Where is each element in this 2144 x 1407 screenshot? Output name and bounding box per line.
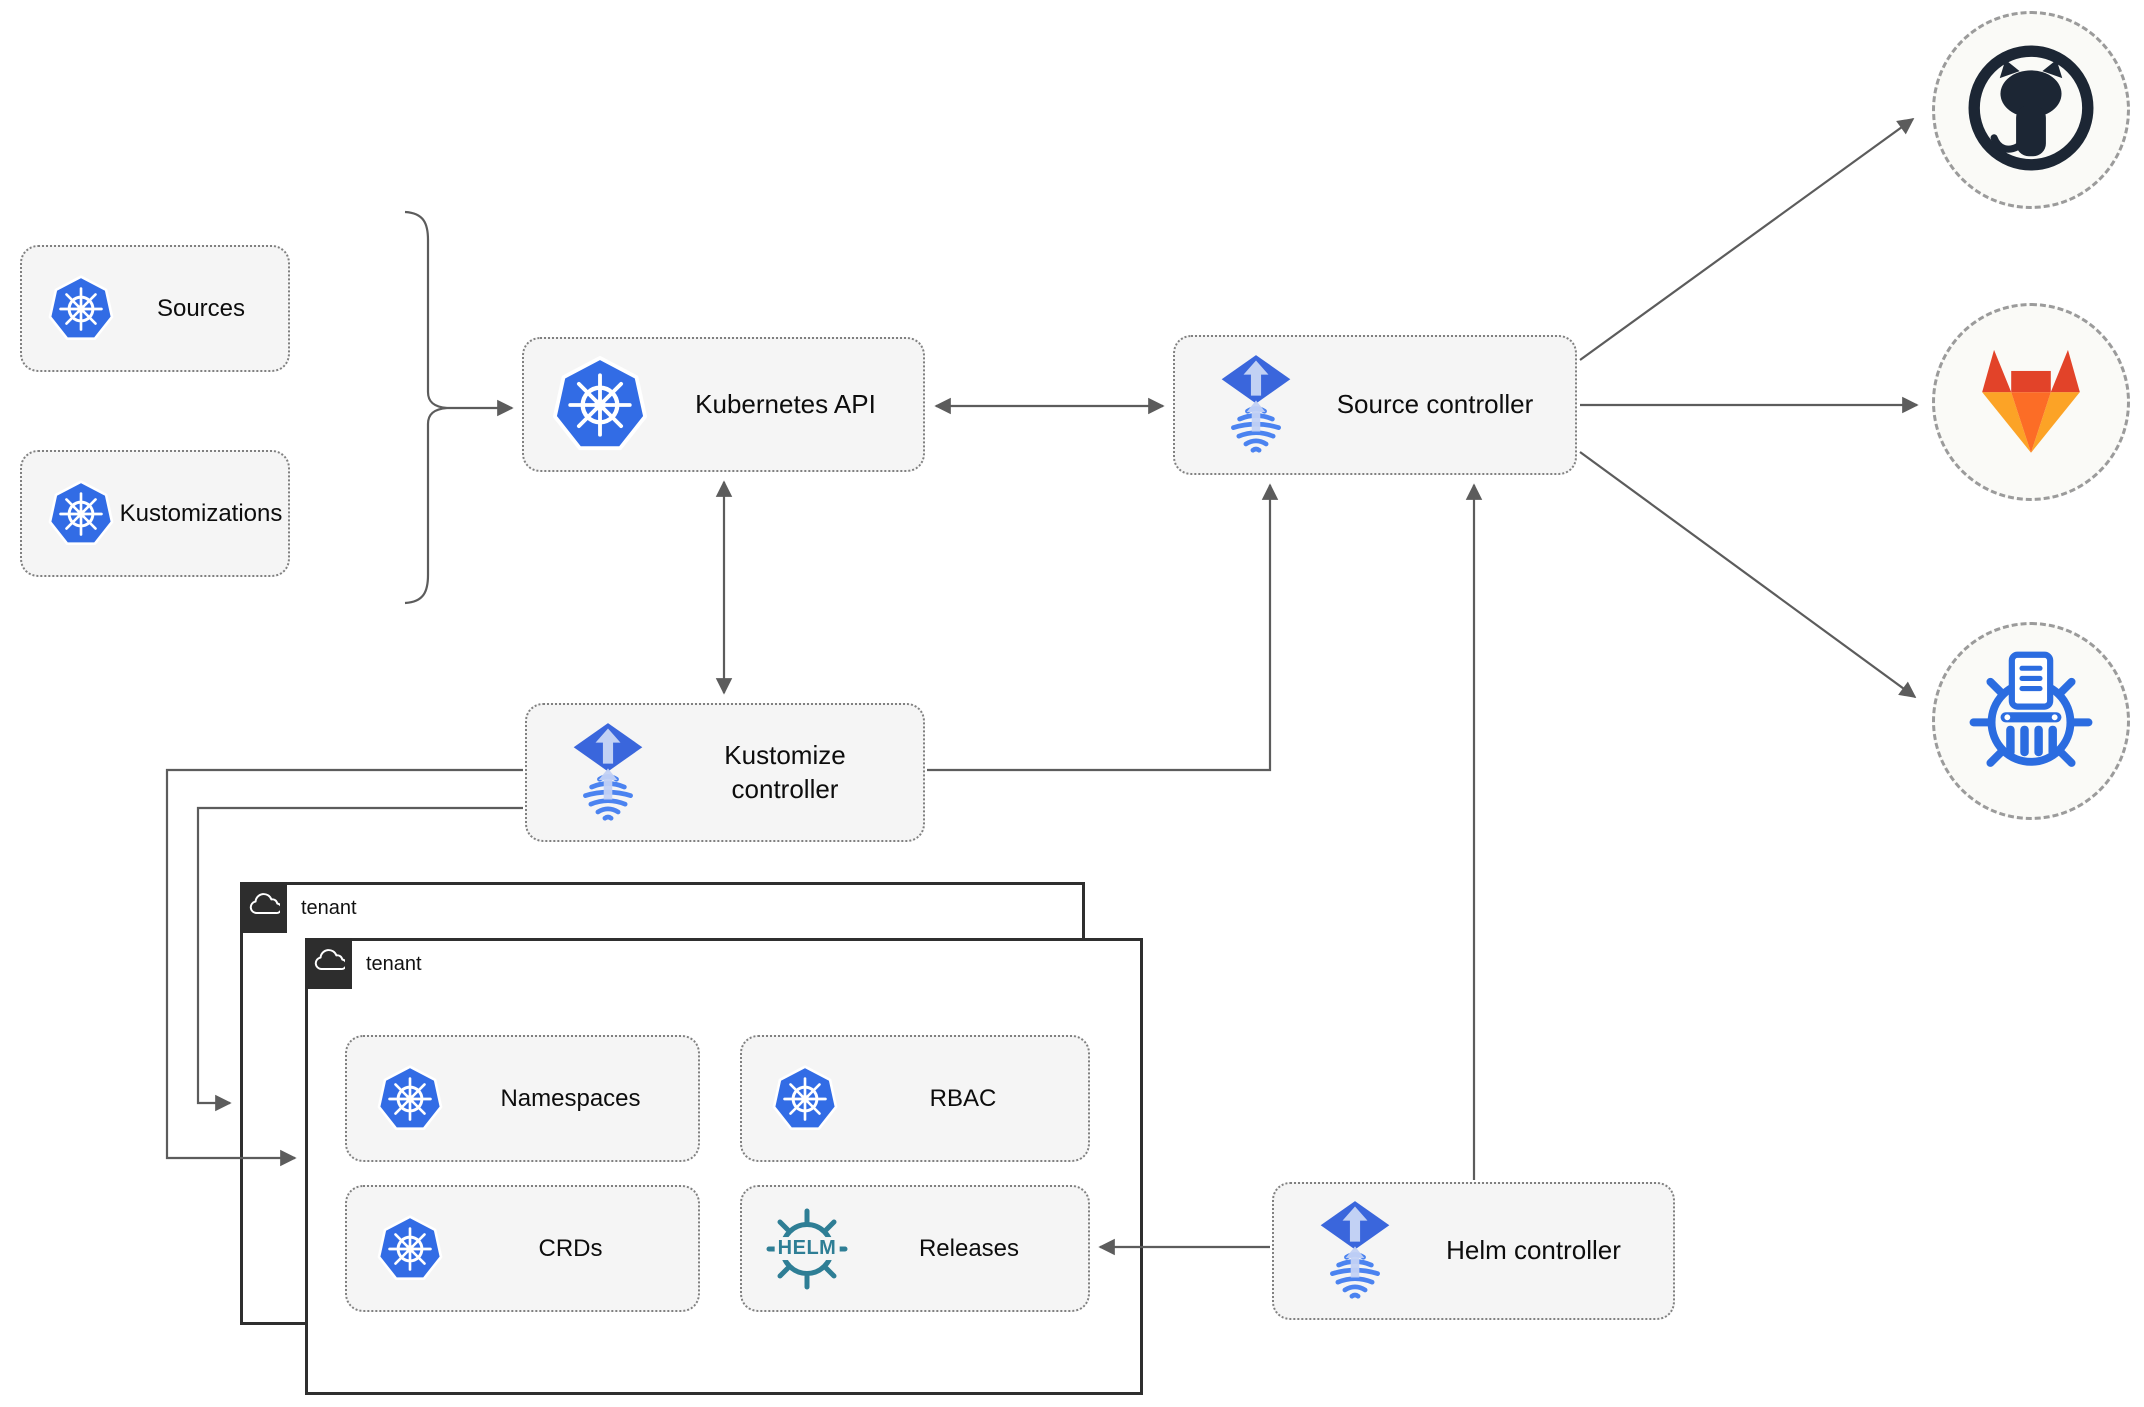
flux-icon <box>1217 349 1295 461</box>
node-label: RBAC <box>929 1084 997 1112</box>
kubernetes-icon <box>377 1214 443 1284</box>
tenant-tab <box>240 882 287 933</box>
kubernetes-icon <box>48 274 114 344</box>
external-gitlab <box>1932 303 2130 501</box>
gitlab-icon <box>1965 339 2097 466</box>
arrow-kustomize-to-source-controller <box>927 483 1279 772</box>
helm-logo-text: HELM <box>774 1236 840 1260</box>
node-label: CRDs <box>538 1234 603 1262</box>
node-releases: HELM Releases <box>740 1185 1090 1312</box>
arrow-source-to-github <box>1579 118 1915 361</box>
node-label: Kubernetes API <box>695 388 876 419</box>
node-label: Namespaces <box>500 1084 641 1112</box>
node-label: Source controller <box>1336 389 1534 420</box>
node-kustomize-controller: Kustomize controller <box>525 703 925 842</box>
node-sources: Sources <box>20 245 290 372</box>
tenant-label: tenant <box>301 897 357 919</box>
node-source-controller: Source controller <box>1173 335 1577 475</box>
external-github <box>1932 11 2130 209</box>
brace-sources-kustomizations <box>404 210 448 605</box>
node-helm-controller: Helm controller <box>1272 1182 1675 1320</box>
external-chart-repository <box>1932 622 2130 820</box>
node-label: Kustomize controller <box>724 739 846 804</box>
node-kustomizations: Kustomizations <box>20 450 290 577</box>
kubernetes-icon <box>48 479 114 549</box>
tenant-label: tenant <box>366 953 422 975</box>
flux-icon <box>569 717 647 829</box>
flux-icon <box>1316 1195 1394 1307</box>
kubernetes-icon <box>772 1064 838 1134</box>
chart-repository-icon <box>1969 650 2093 793</box>
node-label: Releases <box>918 1234 1020 1262</box>
kubernetes-icon <box>377 1064 443 1134</box>
node-label: Kustomizations <box>119 499 283 527</box>
tenant-tab <box>305 938 352 989</box>
node-namespaces: Namespaces <box>345 1035 700 1162</box>
tenant-container-front: tenant <box>305 938 1143 1395</box>
arrow-source-to-chart-repository <box>1579 451 1917 698</box>
node-label: Sources <box>156 294 246 322</box>
kubernetes-icon <box>552 355 648 455</box>
cloud-icon <box>248 893 282 922</box>
node-crds: CRDs <box>345 1185 700 1312</box>
helm-wheel-icon: HELM <box>764 1206 850 1292</box>
node-rbac: RBAC <box>740 1035 1090 1162</box>
node-label: Helm controller <box>1446 1235 1621 1266</box>
github-icon <box>1960 37 2102 184</box>
node-kubernetes-api: Kubernetes API <box>522 337 925 472</box>
cloud-icon <box>313 949 347 978</box>
